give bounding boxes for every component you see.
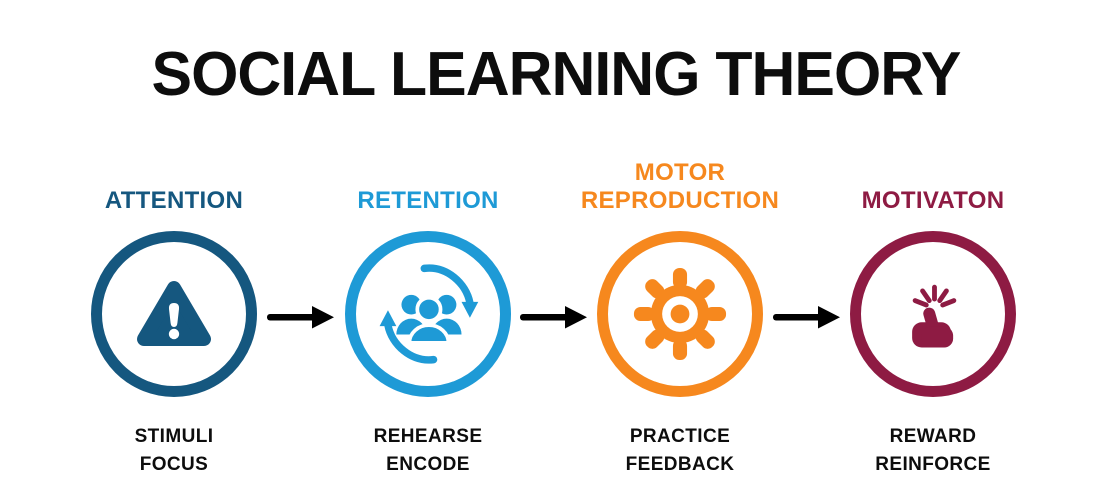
keyword-line: PRACTICE [629, 426, 731, 447]
flow-arrow [267, 306, 334, 329]
keyword-line: FEEDBACK [625, 454, 735, 475]
step-motor-reproduction: MOTOR REPRODUCTION PRACTICE [562, 155, 798, 479]
step-motivation: MOTIVATON REWARD REINFORCE [815, 155, 1051, 479]
keyword-line: REWARD [889, 426, 977, 447]
gear-icon [633, 267, 727, 361]
step-label: MOTIVATON [861, 187, 1005, 214]
flow-arrow [773, 306, 840, 329]
step-circle [850, 231, 1016, 397]
keyword-line: STIMULI [134, 426, 214, 447]
step-circle [91, 231, 257, 397]
thumbs-up-icon [912, 284, 957, 348]
step-keywords: PRACTICE FEEDBACK [562, 423, 798, 479]
keyword-line: ENCODE [386, 454, 470, 475]
step-circle [345, 231, 511, 397]
warning-icon [137, 281, 211, 346]
keyword-line: REINFORCE [875, 454, 991, 475]
step-circle [597, 231, 763, 397]
step-label: RETENTION [357, 187, 499, 214]
step-keywords: STIMULI FOCUS [56, 423, 292, 479]
step-keywords: REHEARSE ENCODE [310, 423, 546, 479]
step-label: MOTOR REPRODUCTION [580, 159, 780, 214]
flow-arrow [520, 306, 587, 329]
step-attention: ATTENTION STIMULI FOCUS [56, 155, 292, 479]
step-retention: RETENTION [310, 155, 546, 479]
keyword-line: REHEARSE [373, 426, 483, 447]
keyword-line: FOCUS [139, 454, 209, 475]
people-sync-icon [379, 264, 479, 364]
step-keywords: REWARD REINFORCE [815, 423, 1051, 479]
step-label: ATTENTION [104, 187, 244, 214]
page-title: SOCIAL LEARNING THEORY [151, 40, 962, 109]
